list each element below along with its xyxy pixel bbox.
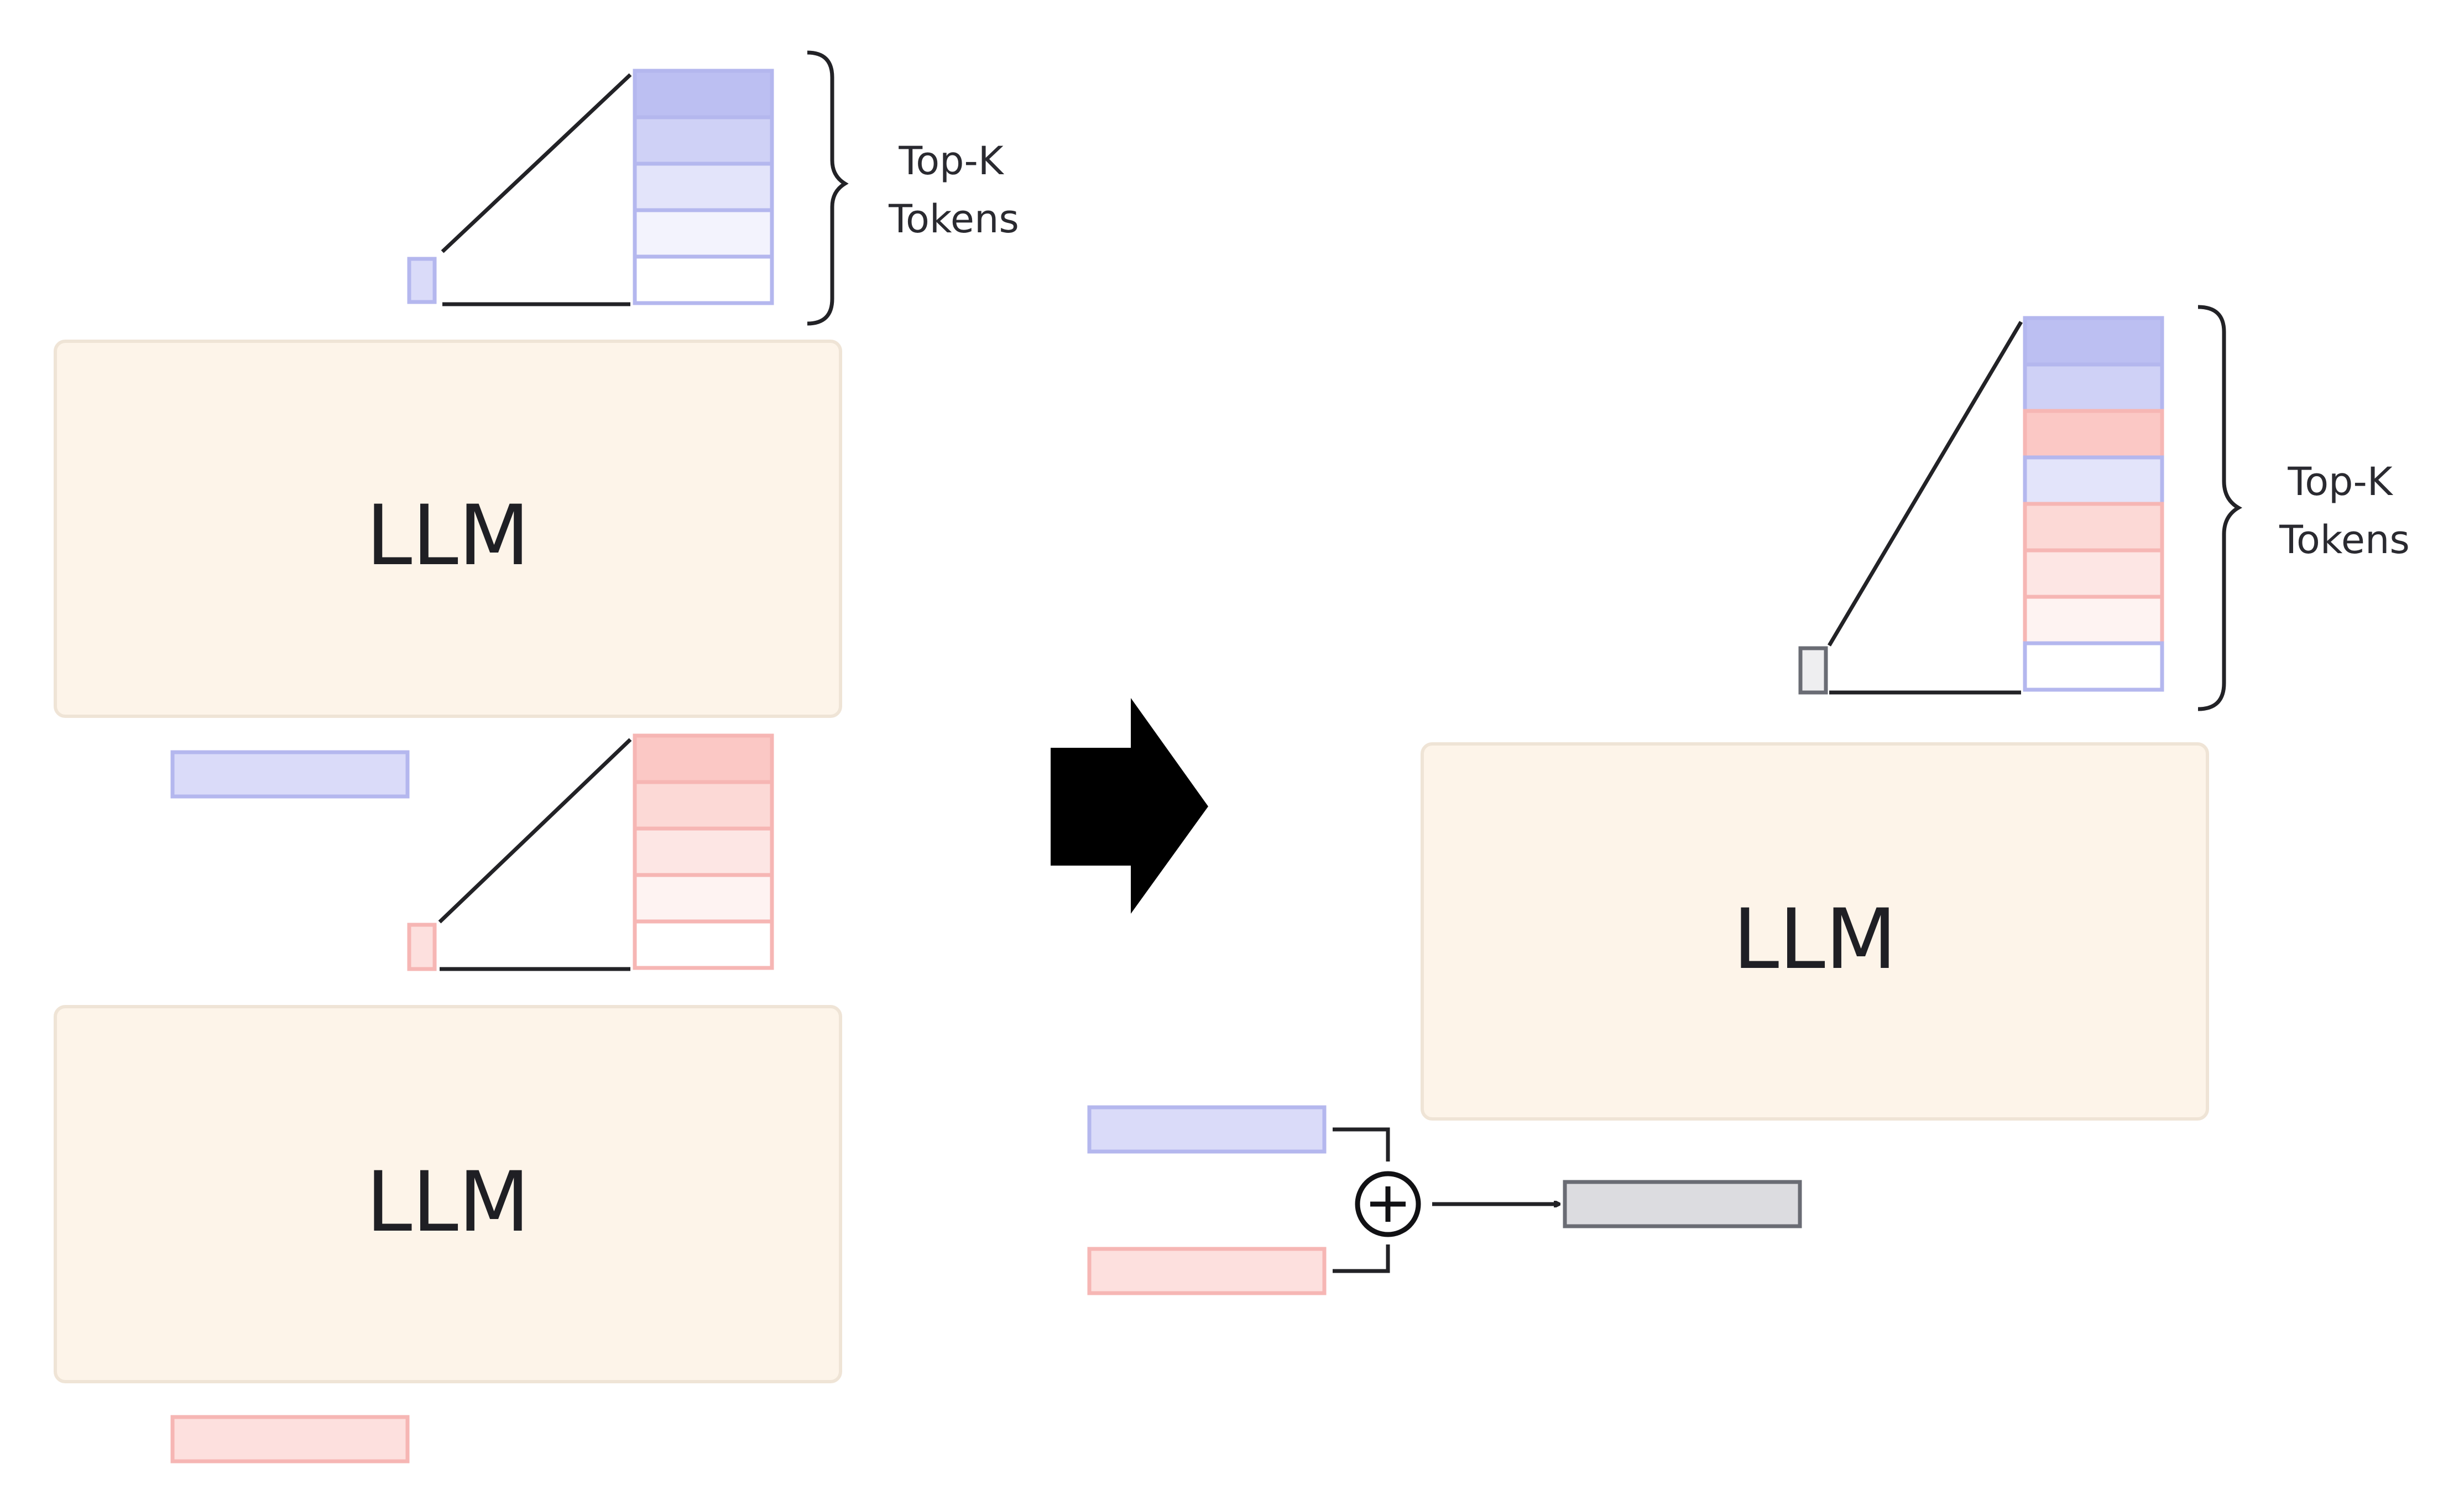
left-blue-output-token [170,750,410,799]
left-bottom-llm-label: LLM [366,1154,530,1251]
combine-connector-upper [1333,1127,1390,1162]
left-top-stack-token-4 [633,208,774,259]
right-topk-label-line2: Tokens [2279,517,2410,562]
right-llm-label: LLM [1733,892,1897,988]
left-top-llm-box [54,340,842,718]
left-mid-stack-token-1 [633,733,774,784]
right-red-input-token [1087,1247,1327,1295]
left-mid-stack-token-3 [633,826,774,877]
right-source-token-gray [1798,646,1828,695]
combine-connector-lower [1333,1244,1390,1273]
left-topk-stack-blue [633,69,774,305]
left-mid-fan-line-upper [438,738,632,924]
right-stack-token-5 [2023,502,2164,553]
left-top-stack-token-2 [633,115,774,166]
left-top-llm-label: LLM [366,488,530,584]
right-fan-line-upper [1827,321,2023,647]
right-stack-token-1 [2023,316,2164,367]
right-topk-stack-mixed [2023,316,2164,692]
combined-output-token [1563,1180,1802,1228]
left-top-fan-line-upper [441,73,632,253]
left-mid-stack-token-4 [633,873,774,924]
left-mid-stack-token-2 [633,780,774,831]
right-blue-input-token [1087,1105,1327,1154]
circled-plus-icon [1355,1171,1421,1237]
left-top-stack-token-3 [633,162,774,212]
right-llm-box [1421,742,2209,1121]
right-stack-token-3 [2023,409,2164,460]
left-source-token-red [407,923,437,971]
right-topk-brace [2197,305,2242,711]
left-bottom-llm-box [54,1005,842,1383]
right-stack-token-4 [2023,455,2164,506]
left-red-output-token [170,1415,410,1463]
left-topk-brace [807,50,849,326]
left-top-stack-token-5 [633,254,774,305]
left-source-token-blue [407,257,437,304]
left-mid-stack-token-5 [633,919,774,970]
right-stack-token-7 [2023,595,2164,645]
right-arrow-icon [1051,698,1208,914]
left-topk-label-line1: Top-K [898,138,1004,184]
right-topk-label-line1: Top-K [2287,459,2393,504]
left-topk-stack-red [633,733,774,970]
right-stack-token-8 [2023,641,2164,692]
right-stack-token-2 [2023,362,2164,413]
left-top-stack-token-1 [633,69,774,119]
right-stack-token-6 [2023,548,2164,599]
left-topk-label-line2: Tokens [888,196,1019,242]
